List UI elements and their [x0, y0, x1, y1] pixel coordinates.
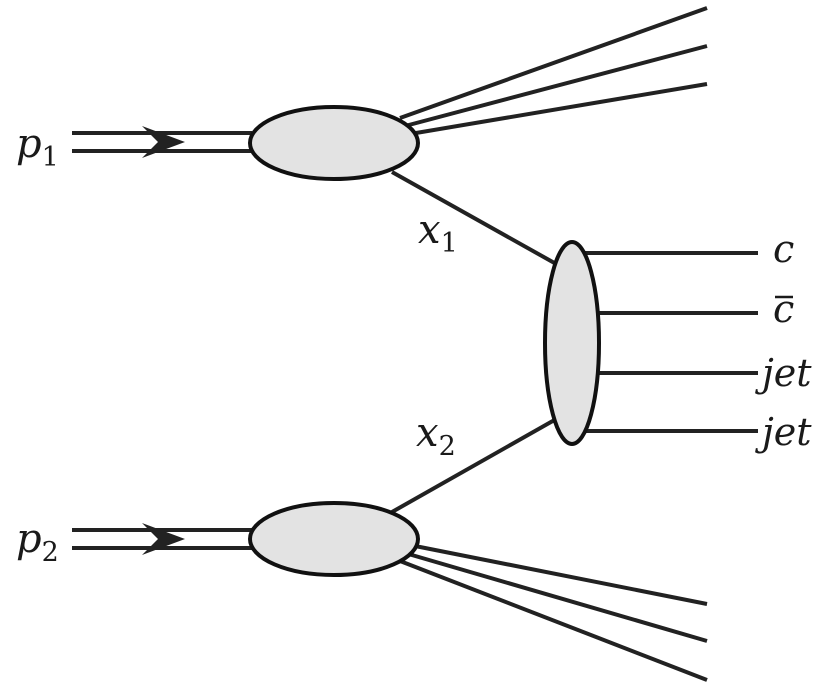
label-x1: x1: [418, 207, 458, 259]
proton-1-remnants: [399, 6, 708, 136]
proton-2-blob: [248, 501, 420, 577]
parton-x1-line: [391, 170, 559, 267]
label-jet-1: jet: [755, 351, 812, 395]
proton-2-remnants: [399, 543, 708, 682]
double-line-arrow-icon: [142, 523, 185, 555]
svg-text:c: c: [773, 287, 794, 331]
label-cbar: c: [773, 287, 794, 331]
label-p2: p2: [16, 516, 59, 568]
proton-1-incoming-line: [72, 126, 252, 158]
parton-x2-line: [391, 416, 559, 514]
proton-2-incoming-line: [72, 523, 252, 555]
label-p1: p1: [16, 121, 59, 173]
label-jet-2: jet: [755, 410, 812, 454]
final-state-lines: [585, 251, 758, 433]
label-x2: x2: [416, 410, 456, 462]
hard-process-blob: [543, 240, 601, 446]
double-line-arrow-icon: [142, 126, 185, 158]
proton-1-blob: [248, 105, 420, 181]
label-c: c: [773, 227, 794, 271]
